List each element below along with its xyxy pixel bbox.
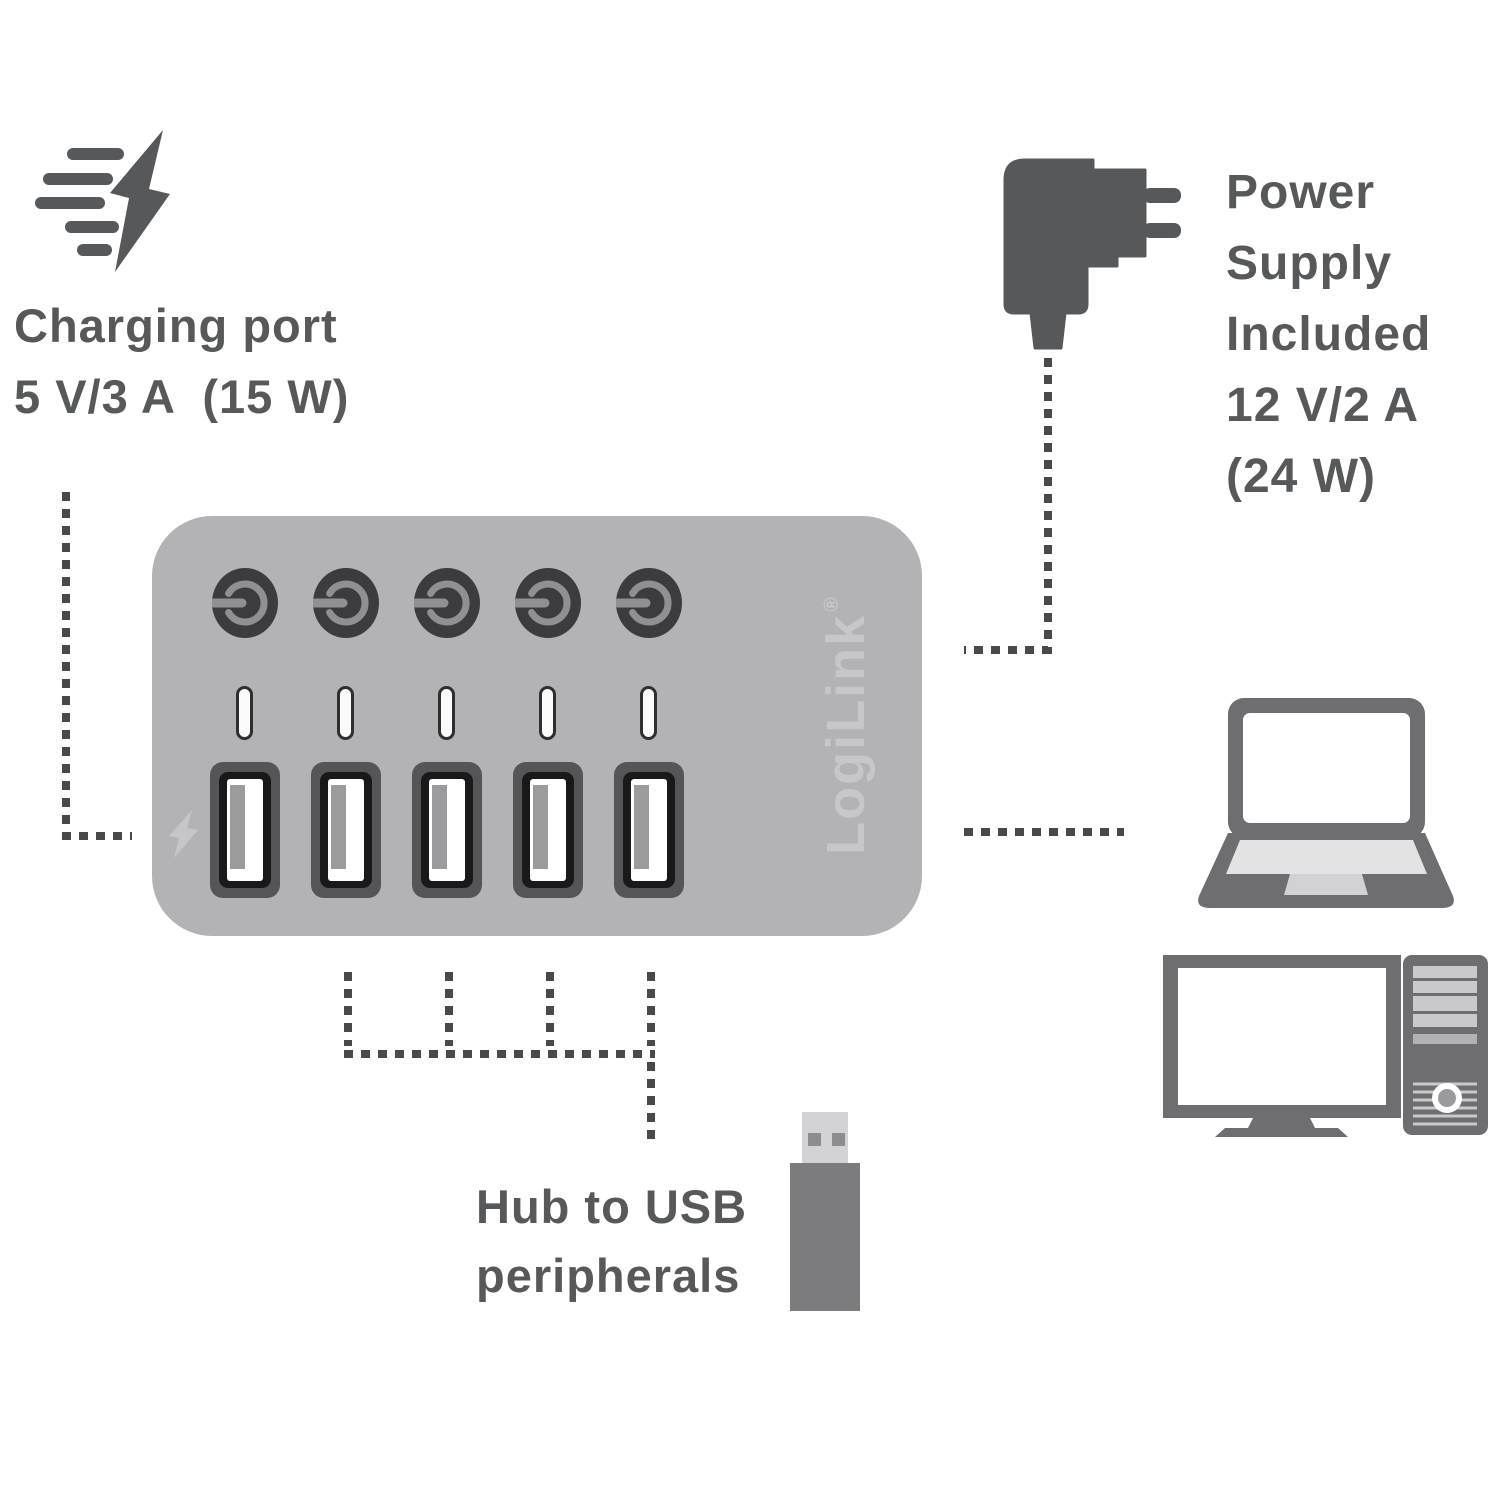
charging-port-spec: 5 V/3 A (15 W): [14, 370, 350, 423]
usb-hub: LogiLink®: [152, 516, 922, 936]
usb-port: [614, 762, 684, 898]
led-indicator: [438, 686, 455, 740]
brand-text: LogiLink: [816, 613, 876, 855]
power-supply-line5: (24 W): [1226, 450, 1376, 503]
hub-column-1: [210, 516, 280, 936]
monitor-neck: [1248, 1118, 1315, 1128]
plug-prong-top: [1143, 188, 1181, 203]
power-supply-line2: Supply: [1226, 237, 1393, 290]
usb-plug-body: [790, 1163, 860, 1311]
lightning-bolt: [110, 130, 170, 272]
monitor-screen: [1178, 968, 1386, 1105]
peripherals-line1: Hub to USB: [476, 1180, 748, 1233]
peripherals-label: Hub to USB peripherals: [476, 1172, 747, 1310]
hub-column-4: [513, 516, 583, 936]
power-button-icon: [616, 568, 682, 638]
power-supply-label: Power Supply Included 12 V/2 A (24 W): [1226, 157, 1431, 512]
led-indicator: [236, 686, 253, 740]
plug-prong-bottom: [1143, 223, 1181, 238]
power-supply-line1: Power: [1226, 166, 1376, 219]
power-supply-line: [964, 358, 1052, 654]
power-supply-line4: 12 V/2 A: [1226, 379, 1419, 432]
power-button-icon: [515, 568, 581, 638]
hub-column-2: [311, 516, 381, 936]
fast-charge-icon: [35, 130, 170, 272]
charging-port-line: [62, 492, 132, 840]
desktop-computer-icon: [1163, 955, 1488, 1137]
power-adapter-icon: [1003, 158, 1181, 350]
charging-bolt-icon: [169, 810, 198, 858]
charging-port-label: Charging port 5 V/3 A (15 W): [14, 290, 349, 432]
registered-mark: ®: [820, 595, 843, 612]
peripherals-line2: peripherals: [476, 1249, 741, 1302]
hub-column-3: [412, 516, 482, 936]
charging-port-title: Charging port: [14, 299, 338, 352]
hub-column-5: [614, 516, 684, 936]
led-indicator: [337, 686, 354, 740]
power-button-icon: [212, 568, 278, 638]
power-supply-line3: Included: [1226, 308, 1432, 361]
monitor-base: [1215, 1128, 1348, 1137]
power-button-icon: [414, 568, 480, 638]
power-button-icon: [313, 568, 379, 638]
usb-port-charging: [210, 762, 280, 898]
led-indicator: [539, 686, 556, 740]
brand-logo: LogiLink®: [814, 565, 878, 885]
usb-port: [311, 762, 381, 898]
usb-plug-icon: [790, 1112, 860, 1311]
led-indicator: [640, 686, 657, 740]
usb-port: [513, 762, 583, 898]
laptop-icon: [1198, 698, 1454, 908]
usb-port: [412, 762, 482, 898]
